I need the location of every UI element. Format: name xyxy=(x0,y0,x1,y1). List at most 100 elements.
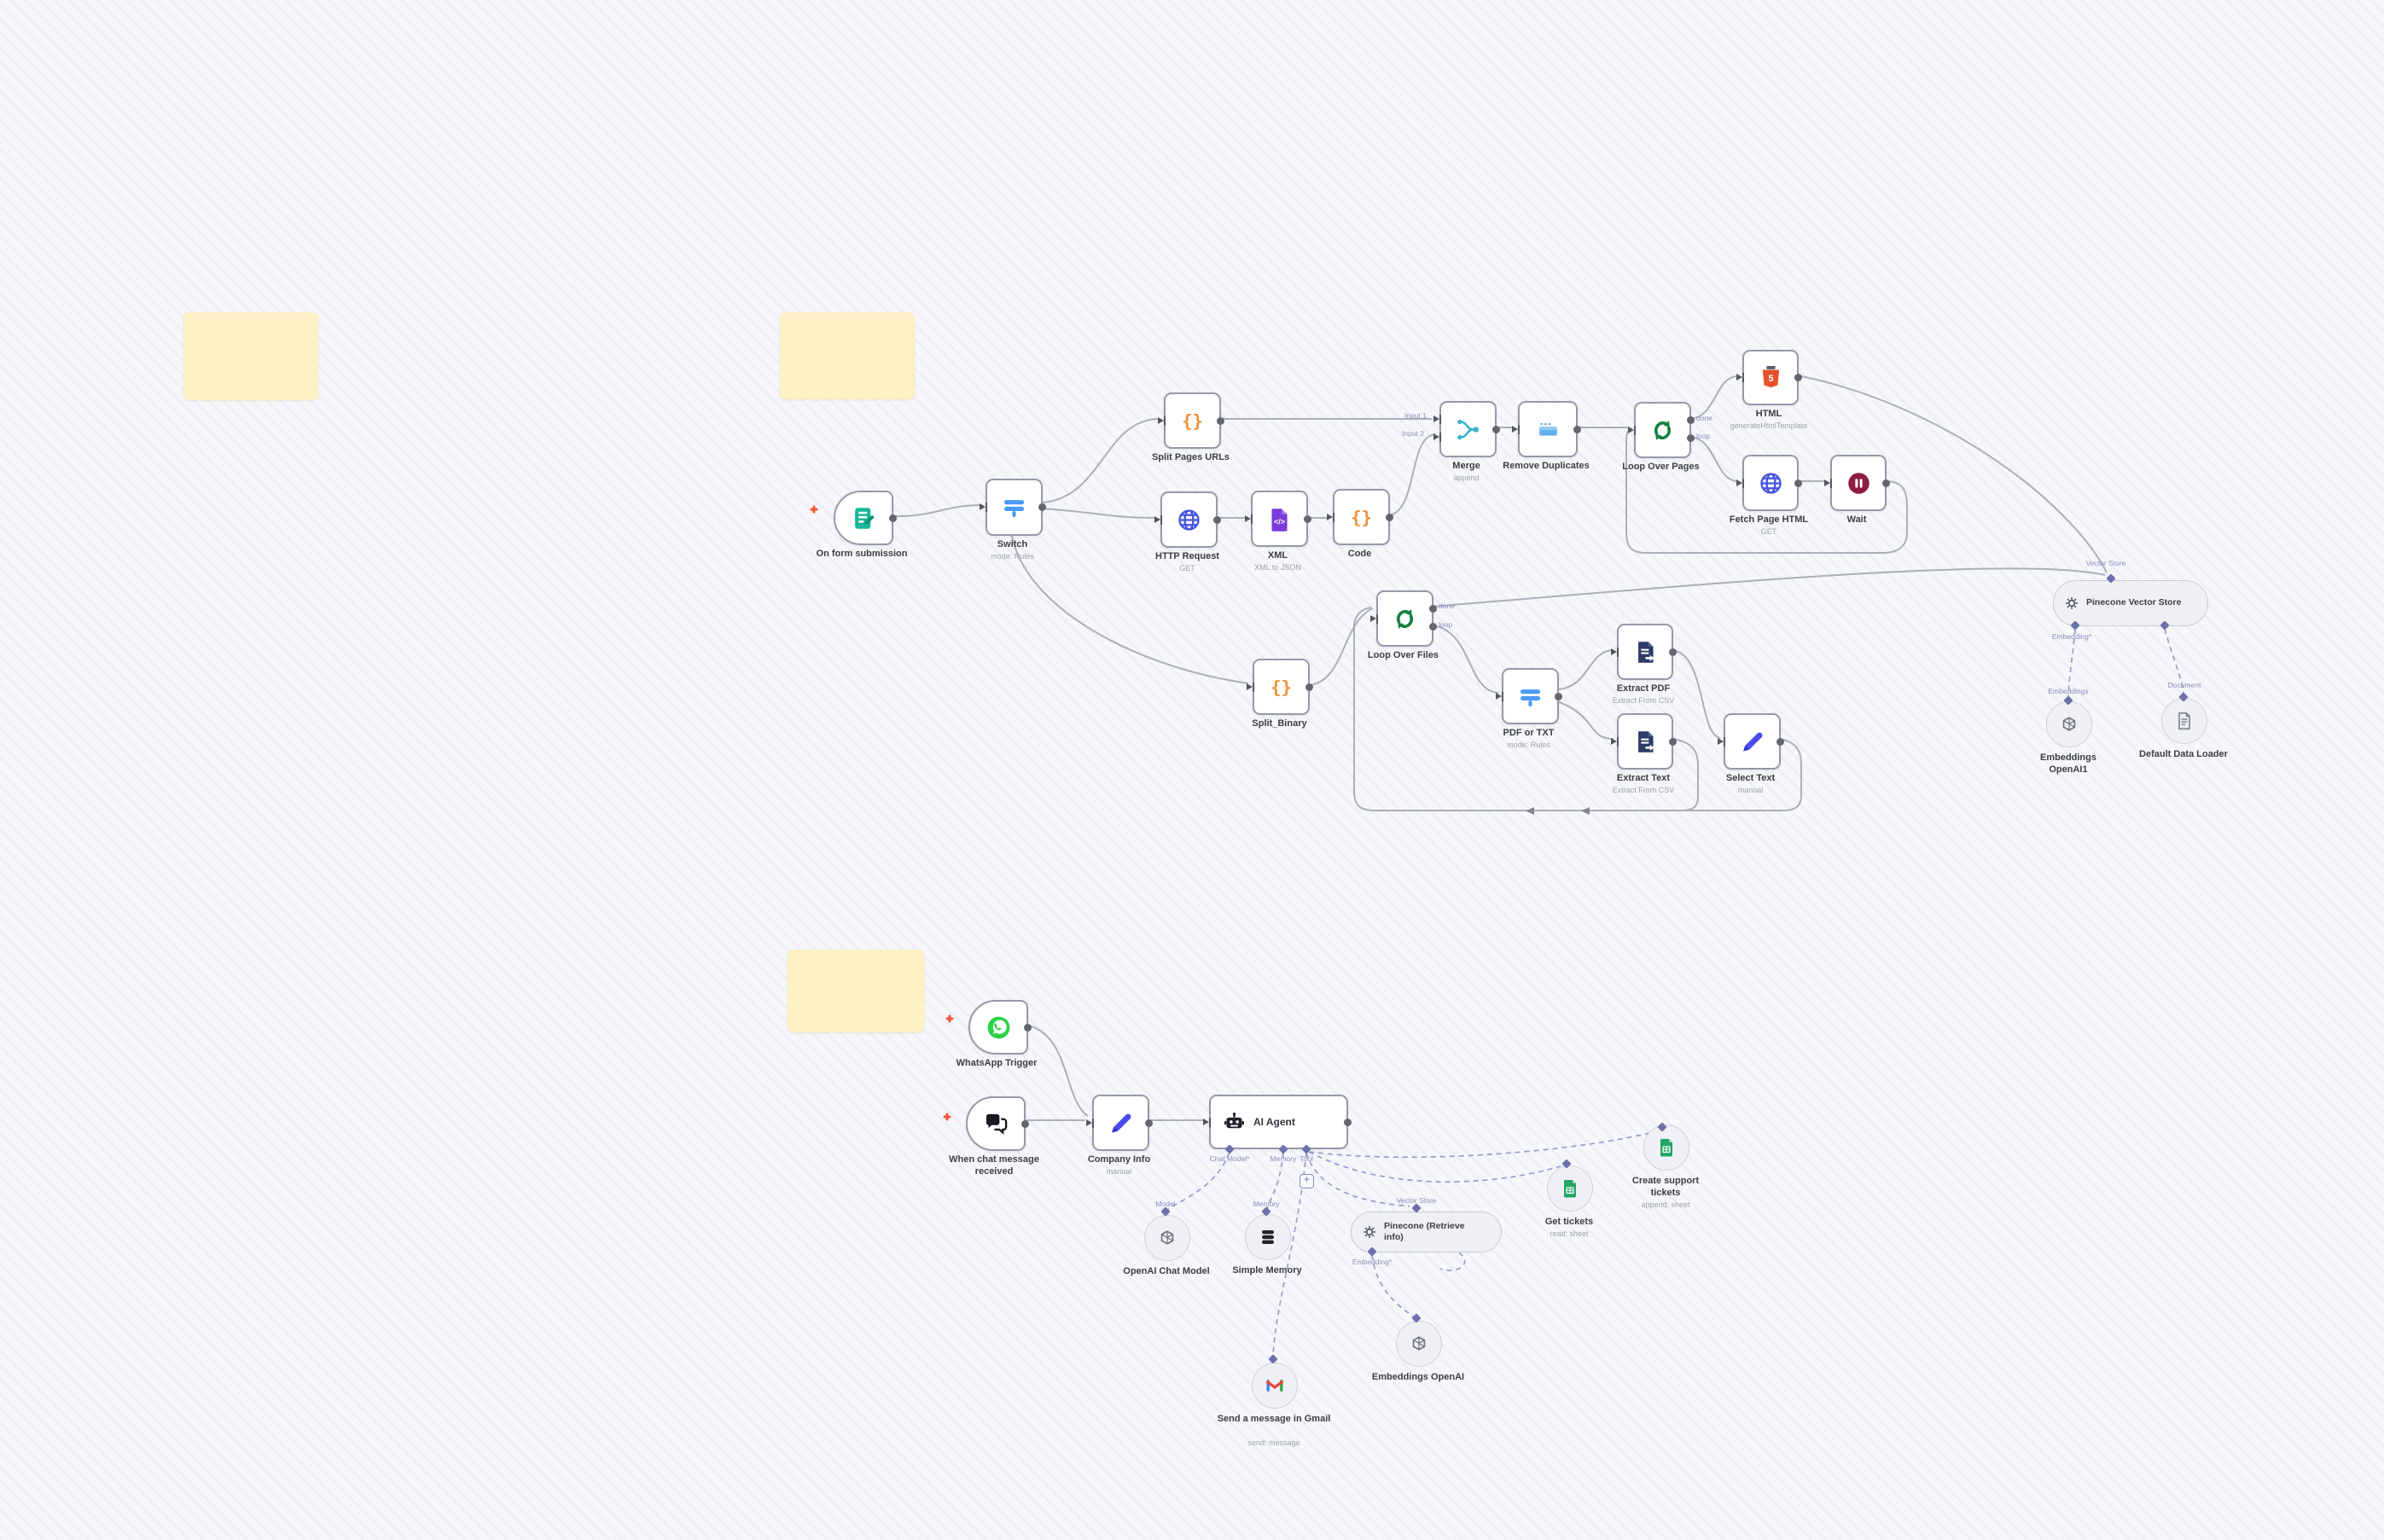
edge-pdf-to-extract-pdf[interactable] xyxy=(1558,649,1614,690)
node-remove-duplicates[interactable] xyxy=(1512,401,1581,457)
node-get-tickets[interactable] xyxy=(1547,1165,1593,1212)
edge-code-to-merge[interactable] xyxy=(1388,433,1436,516)
output-port[interactable] xyxy=(1304,514,1311,523)
input-port[interactable] xyxy=(1086,1119,1092,1126)
node-code[interactable]: {} xyxy=(1327,489,1393,545)
input-port[interactable] xyxy=(1628,426,1634,433)
edge-select-text-loopback[interactable] xyxy=(1353,607,1802,811)
node-http-request[interactable] xyxy=(1154,491,1221,548)
edge-loop-files-loop-to-pdf[interactable] xyxy=(1432,625,1499,694)
output-port[interactable] xyxy=(1305,683,1313,691)
edge-loop-pages-loop-to-fetch[interactable] xyxy=(1689,436,1739,482)
node-merge[interactable] xyxy=(1433,401,1500,457)
edge-wait-loopback[interactable] xyxy=(1625,427,1908,554)
output-port[interactable] xyxy=(1344,1118,1352,1126)
node-embeddings-openai1[interactable] xyxy=(2046,701,2092,747)
input-port[interactable] xyxy=(1433,416,1439,423)
sticky-note[interactable] xyxy=(788,950,924,1032)
node-extract-text[interactable] xyxy=(1611,713,1677,770)
node-html[interactable]: 5 xyxy=(1736,350,1802,405)
node-default-data-loader[interactable] xyxy=(2161,698,2207,744)
node-pinecone-vector-store[interactable]: Pinecone Vector Store xyxy=(2053,580,2208,626)
edge-html-to-pinecone[interactable] xyxy=(1796,375,2108,573)
node-on-form-submission[interactable] xyxy=(834,491,897,545)
node-wait[interactable] xyxy=(1824,455,1890,511)
node-split-binary[interactable]: {} xyxy=(1247,659,1313,715)
sticky-note[interactable] xyxy=(183,312,318,400)
output-port[interactable] xyxy=(1021,1119,1029,1128)
input-port[interactable] xyxy=(980,503,986,510)
output-port[interactable] xyxy=(1573,425,1581,433)
output-port[interactable] xyxy=(1217,416,1224,425)
node-loop-over-pages[interactable] xyxy=(1628,402,1695,458)
output-port[interactable] xyxy=(1492,425,1500,433)
output-port[interactable] xyxy=(1386,513,1393,521)
input-port[interactable] xyxy=(1203,1118,1209,1125)
node-pdf-or-txt[interactable] xyxy=(1496,668,1562,724)
edge-switch-to-split-binary[interactable] xyxy=(1011,535,1249,684)
output-port[interactable] xyxy=(1687,416,1695,425)
node-company-info[interactable] xyxy=(1086,1095,1153,1151)
output-port[interactable] xyxy=(1794,479,1802,487)
edge-switch-to-split-pages[interactable] xyxy=(1041,418,1160,503)
input-port[interactable] xyxy=(1736,479,1742,486)
edge-extract-pdf-to-select[interactable] xyxy=(1672,649,1721,739)
edge-split-binary-to-loop-files[interactable] xyxy=(1309,607,1374,686)
edge-whatsapp-to-company[interactable] xyxy=(1027,1025,1089,1117)
edge-switch-to-http[interactable] xyxy=(1041,508,1157,519)
output-port[interactable] xyxy=(1145,1119,1153,1127)
input-port[interactable] xyxy=(1611,648,1617,655)
input-port[interactable] xyxy=(1611,737,1617,745)
output-port[interactable] xyxy=(1776,737,1784,746)
node-select-text[interactable] xyxy=(1718,713,1784,770)
node-when-chat-message-received[interactable] xyxy=(966,1096,1029,1151)
edge-agent-to-chat-model[interactable] xyxy=(1167,1152,1230,1210)
sticky-note[interactable] xyxy=(780,312,915,399)
edge-loop-pages-done-to-html[interactable] xyxy=(1689,375,1739,420)
output-port[interactable] xyxy=(1882,479,1890,487)
node-xml[interactable]: </> xyxy=(1245,491,1311,547)
node-ai-agent[interactable]: AI Agent xyxy=(1203,1095,1352,1149)
input-port[interactable] xyxy=(1433,433,1439,441)
output-port[interactable] xyxy=(1555,692,1562,700)
output-port[interactable] xyxy=(889,514,897,522)
input-port[interactable] xyxy=(1718,737,1724,745)
node-openai-chat-model[interactable] xyxy=(1144,1215,1190,1261)
edge-pdf-to-extract-text[interactable] xyxy=(1554,700,1614,740)
node-embeddings-openai[interactable] xyxy=(1396,1321,1442,1367)
input-port[interactable] xyxy=(1327,513,1333,520)
output-port[interactable] xyxy=(1024,1023,1032,1032)
edge-agent-to-pinecone-tool[interactable] xyxy=(1305,1152,1410,1207)
node-switch[interactable] xyxy=(980,479,1046,536)
node-whatsapp-trigger[interactable] xyxy=(968,1000,1032,1055)
edge-pinecone-r-to-embeddings[interactable] xyxy=(1371,1254,1414,1317)
node-create-support-tickets[interactable] xyxy=(1643,1124,1689,1171)
node-loop-over-files[interactable] xyxy=(1370,590,1437,647)
edge-agent-to-get-tickets[interactable] xyxy=(1308,1151,1561,1183)
input-port[interactable] xyxy=(1512,425,1518,433)
input-port[interactable] xyxy=(1496,692,1502,700)
node-extract-pdf[interactable] xyxy=(1611,624,1677,680)
input-port[interactable] xyxy=(1824,479,1830,486)
output-port[interactable] xyxy=(1669,737,1677,746)
edge-pinecone-vs-to-embeddings1[interactable] xyxy=(2067,629,2076,697)
output-port[interactable] xyxy=(1429,623,1437,631)
input-port[interactable] xyxy=(1247,683,1253,690)
edge-pinecone-r-hook[interactable] xyxy=(1439,1252,1466,1271)
input-port[interactable] xyxy=(1154,515,1160,523)
node-simple-memory[interactable] xyxy=(1245,1214,1291,1260)
edge-agent-to-create-tickets[interactable] xyxy=(1308,1130,1657,1159)
node-split-pages-urls[interactable]: {} xyxy=(1158,392,1224,449)
edge-loop-files-done-to-pinecone[interactable] xyxy=(1432,567,2106,607)
output-port[interactable] xyxy=(1687,434,1695,443)
node-fetch-page-html[interactable] xyxy=(1736,455,1802,511)
output-port[interactable] xyxy=(1669,648,1677,656)
output-port[interactable] xyxy=(1038,503,1046,511)
output-port[interactable] xyxy=(1213,515,1221,524)
output-port[interactable] xyxy=(1429,605,1437,613)
input-port[interactable] xyxy=(1245,514,1251,522)
input-port[interactable] xyxy=(1370,614,1376,622)
output-port[interactable] xyxy=(1794,374,1802,381)
input-port[interactable] xyxy=(1736,374,1742,381)
